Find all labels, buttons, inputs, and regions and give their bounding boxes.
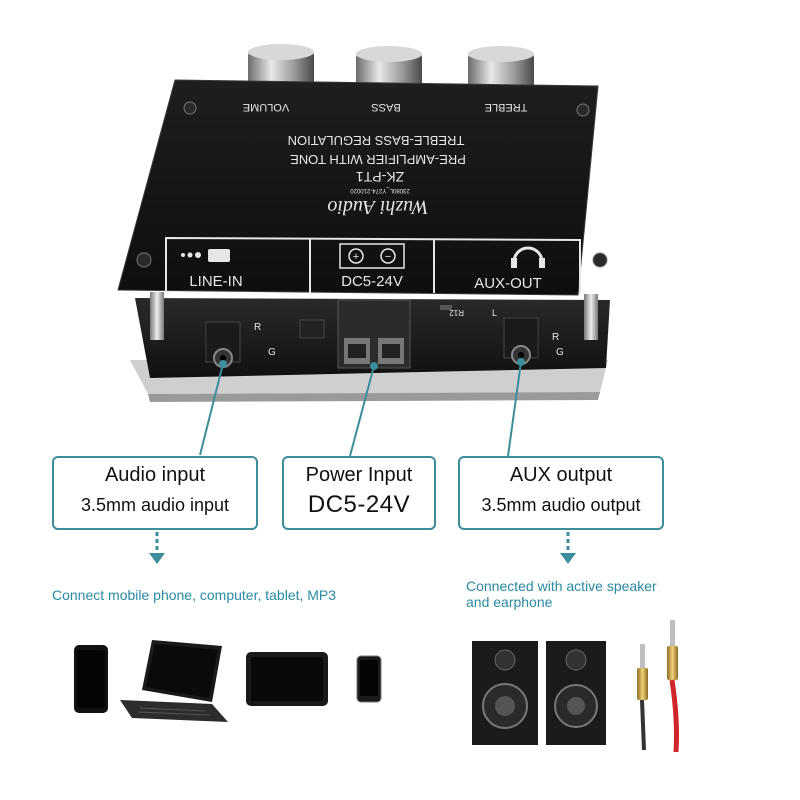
silk-l-right: L (492, 308, 497, 318)
silk-g-right: G (556, 347, 564, 358)
tablet-icon (246, 652, 328, 706)
phone-icon (74, 645, 108, 713)
arrow-down-right-icon (560, 532, 576, 564)
silk-r-right: R (552, 332, 559, 343)
board-desc-line2: TREBLE-BASS REGULATION (288, 133, 465, 148)
knob-label-volume: VOLUME (243, 101, 289, 113)
mp3-player-icon (356, 655, 382, 703)
callout-aux-sub: 3.5mm audio output (481, 495, 641, 515)
callout-power-sub: DC5-24V (307, 491, 411, 518)
standoffs (150, 292, 598, 340)
laptop-icon (120, 640, 228, 722)
svg-text:−: − (385, 251, 391, 263)
port-label-line-in: LINE-IN (189, 273, 242, 290)
top-panel: + − (117, 79, 608, 296)
aux-out-jack (503, 317, 539, 365)
port-label-dc: DC5-24V (341, 273, 403, 290)
callout-audio-sub: 3.5mm audio input (80, 495, 230, 515)
callout-aux-output: AUX output 3.5mm audio output (458, 456, 664, 530)
note-connect-devices: Connect mobile phone, computer, tablet, … (52, 587, 337, 603)
silk-g-left: G (268, 347, 276, 358)
callout-audio-input: Audio input 3.5mm audio input (52, 456, 258, 530)
dc-terminal-block (337, 299, 411, 369)
silk-r12: R12 (449, 308, 464, 317)
line-in-jack (205, 321, 241, 368)
board-brand: Wuzhi Audio (327, 196, 428, 218)
callout-power-input: Power Input DC5-24V (282, 456, 436, 530)
silk-r-left: R (254, 322, 261, 333)
note-active-speaker-line2: and earphone (466, 594, 553, 610)
knob-label-treble: TREBLE (485, 101, 528, 113)
board-desc-line1: PRE-AMPLIFIER WITH TONE (290, 152, 466, 167)
port-label-aux-out: AUX-OUT (474, 275, 542, 292)
arrow-down-left-icon (149, 532, 165, 564)
note-active-speaker: Connected with active speaker and earpho… (466, 578, 766, 610)
note-active-speaker-line1: Connected with active speaker (466, 578, 657, 594)
knob-label-bass: BASS (371, 101, 400, 113)
audio-cable-icon (637, 620, 679, 753)
svg-text:+: + (353, 251, 359, 263)
callout-power-title: Power Input (305, 464, 413, 486)
board-model: ZK-PT1 (356, 169, 404, 185)
callout-audio-title: Audio input (104, 464, 206, 486)
callout-aux-title: AUX output (509, 464, 613, 486)
board-serial: 23080L_Y274-210020 (350, 187, 410, 193)
callout-lines (199, 358, 525, 457)
speaker-icon (472, 641, 606, 745)
